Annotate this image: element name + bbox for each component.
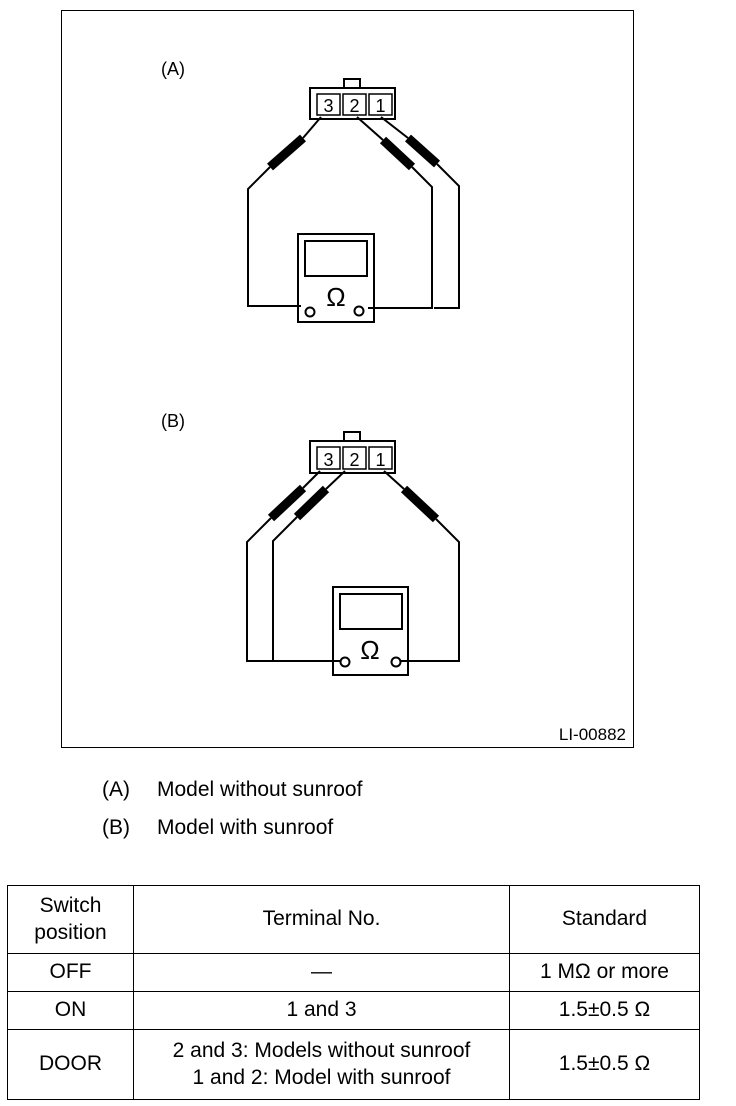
circuit-diagram: (A) (B) 3 2 1 3 2 1 Ω Ω LI-00882 xyxy=(161,59,626,744)
meter-terminal-right xyxy=(353,305,365,317)
cell-terminal: — xyxy=(133,953,510,992)
cell-terminal: 2 and 3: Models without sunroof 1 and 2:… xyxy=(133,1029,510,1100)
terminal-3 xyxy=(316,93,341,116)
terminal-2 xyxy=(342,446,367,470)
spec-table: Switch position Terminal No. Standard OF… xyxy=(7,885,700,1100)
table-header-row: Switch position Terminal No. Standard xyxy=(7,885,700,954)
connector-tab xyxy=(343,78,361,89)
header-terminal-no: Terminal No. xyxy=(133,885,510,954)
probe-b-left-inner xyxy=(272,470,346,662)
terminal-label-3: 3 xyxy=(323,96,333,116)
legend-key: (A) xyxy=(102,778,130,801)
terminal-label-3: 3 xyxy=(323,450,333,470)
probe-grip xyxy=(400,485,440,523)
terminal-label-1: 1 xyxy=(375,96,385,116)
probe-grip xyxy=(293,485,330,521)
connector-a xyxy=(309,87,396,120)
meter-display xyxy=(339,593,403,630)
terminal-3 xyxy=(316,446,341,470)
probe-a-middle xyxy=(356,116,433,309)
cell-terminal-line: 2 and 3: Models without sunroof xyxy=(172,1039,471,1063)
header-switch-position: Switch position xyxy=(7,885,134,954)
terminal-2 xyxy=(342,93,367,116)
cell-position: ON xyxy=(7,991,134,1030)
table-row: ON 1 and 3 1.5±0.5 Ω xyxy=(7,991,700,1030)
probe-a-right xyxy=(380,116,460,309)
panel-a xyxy=(247,78,460,323)
meter-terminal-left xyxy=(304,306,316,318)
ohmmeter-a xyxy=(297,233,375,323)
cell-position: OFF xyxy=(7,953,134,992)
probe-a-left xyxy=(247,116,322,307)
terminal-1 xyxy=(368,446,393,470)
probe-grip xyxy=(267,134,306,171)
ohm-symbol: Ω xyxy=(326,282,345,312)
cell-position: DOOR xyxy=(7,1029,134,1100)
table-row: OFF — 1 MΩ or more xyxy=(7,953,700,992)
figure-code: LI-00882 xyxy=(559,725,626,744)
panel-b xyxy=(246,431,460,676)
diagram-frame xyxy=(61,10,634,748)
terminal-1 xyxy=(368,93,393,116)
cell-standard: 1.5±0.5 Ω xyxy=(509,991,700,1030)
table-row: DOOR 2 and 3: Models without sunroof 1 a… xyxy=(7,1029,700,1100)
cell-terminal: 1 and 3 xyxy=(133,991,510,1030)
cell-standard: 1.5±0.5 Ω xyxy=(509,1029,700,1100)
probe-grip xyxy=(267,484,307,522)
probe-grip xyxy=(379,136,416,171)
legend-text: Model without sunroof xyxy=(157,778,363,801)
ohmmeter-b xyxy=(332,586,409,676)
legend-text: Model with sunroof xyxy=(157,816,334,839)
legend-item-a: (A) Model without sunroof xyxy=(102,778,362,802)
meter-display xyxy=(304,240,368,277)
ohm-symbol: Ω xyxy=(360,635,379,665)
terminal-label-2: 2 xyxy=(349,450,359,470)
meter-terminal-left xyxy=(339,656,351,668)
connector-tab xyxy=(343,431,361,442)
legend-key: (B) xyxy=(102,816,130,839)
panel-b-label: (B) xyxy=(161,411,185,431)
connector-b xyxy=(309,440,396,474)
meter-terminal-right xyxy=(390,656,402,668)
probe-b-right xyxy=(383,470,460,662)
cell-terminal-line: 1 and 2: Model with sunroof xyxy=(192,1065,451,1089)
panel-a-label: (A) xyxy=(161,59,185,79)
cell-standard: 1 MΩ or more xyxy=(509,953,700,992)
header-standard: Standard xyxy=(509,885,700,954)
legend-item-b: (B) Model with sunroof xyxy=(102,816,333,840)
terminal-label-2: 2 xyxy=(349,96,359,116)
terminal-label-1: 1 xyxy=(375,450,385,470)
probe-grip xyxy=(404,134,441,168)
